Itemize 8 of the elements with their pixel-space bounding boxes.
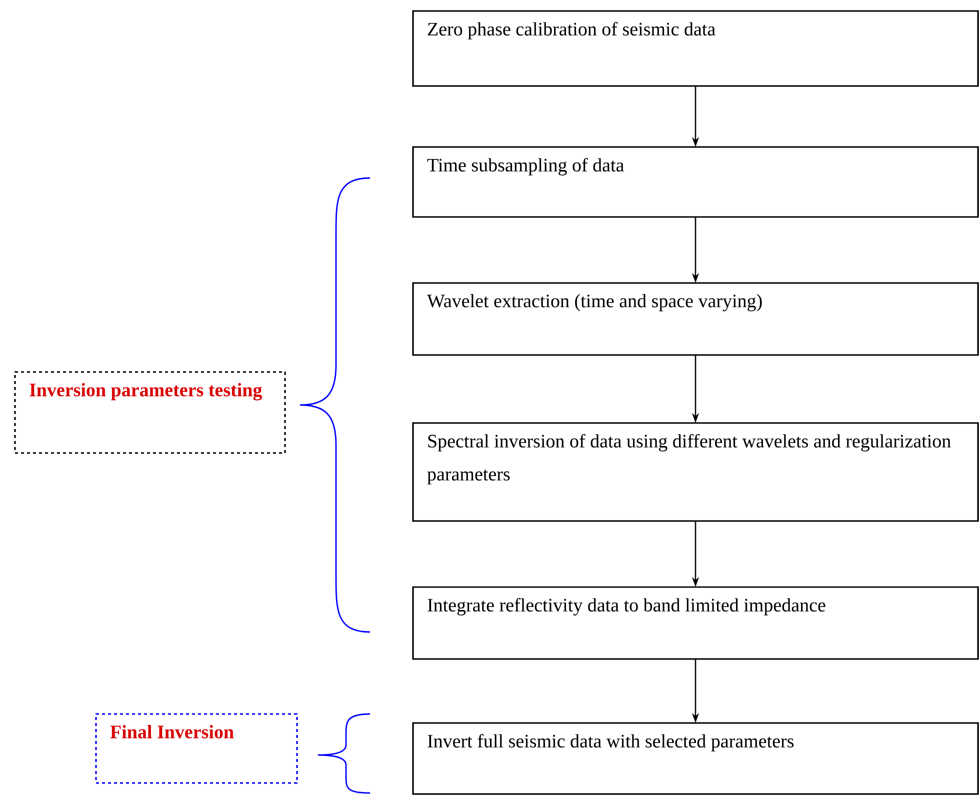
process-box: Zero phase calibration of seismic data (412, 10, 979, 87)
label-box: Inversion parameters testing (14, 371, 286, 454)
process-box: Spectral inversion of data using different wavelets and regularization parameters (412, 422, 979, 522)
process-box: Wavelet extraction (time and space varying) (412, 282, 979, 356)
process-box: Integrate reflectivity data to band limited impedance (412, 586, 979, 660)
process-box: Time subsampling of data (412, 146, 979, 218)
process-box: Invert full seismic data with selected parameters (412, 722, 979, 795)
label-box: Final Inversion (95, 713, 298, 784)
